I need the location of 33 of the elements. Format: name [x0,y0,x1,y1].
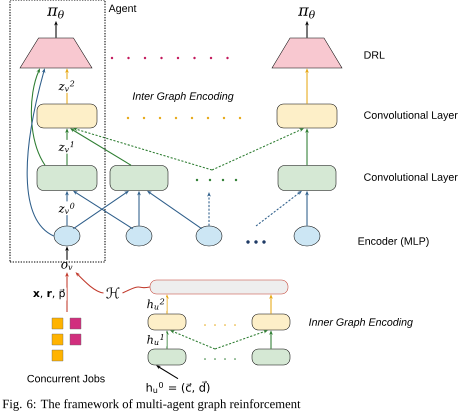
row-label: Inner Graph Encoding [309,318,413,328]
caption: Fig. 6: The framework of multi-agent graph reinforcement [2,399,300,411]
trapezoid [272,38,342,68]
input-formula: h$_{u}$$^{0}$ = (c⃗, d⃗) [146,380,210,394]
embedding-symbol: ℋ [106,287,120,299]
layer-box [36,165,98,191]
region-title: Agent [108,4,136,14]
layer-box [148,314,186,330]
layer-box [110,165,168,191]
arrow [147,190,202,230]
row-label: Convolutional Layer [364,173,458,183]
output-symbol: π$_{θ}$ [47,7,64,19]
layer-box [276,104,338,128]
observation-symbol: o$_{v}$ [61,262,72,270]
node-label: Concurrent Jobs [27,374,105,382]
embedding-bar [150,280,288,294]
layer-box [278,165,336,191]
encoder-ellipse [54,226,80,246]
jobs-drawing: Concurrent Jobs [27,318,105,382]
layer-box [252,348,290,366]
encoder-ellipse [196,226,222,246]
output-symbol: π$_{θ}$ [298,7,315,19]
layer-box [148,348,186,366]
row-label: Convolutional Layer [364,111,458,121]
row-label: Encoder (MLP) [358,237,429,247]
layer-box [252,314,290,330]
layer-box [36,104,98,128]
row-label: DRL [364,51,385,59]
encoder-ellipse [294,226,320,246]
row-label: Inter Graph Encoding [132,92,234,102]
encoder-ellipse [126,226,152,246]
edge-label: x, r, p⃗ [32,288,67,301]
trapezoid [20,38,92,68]
